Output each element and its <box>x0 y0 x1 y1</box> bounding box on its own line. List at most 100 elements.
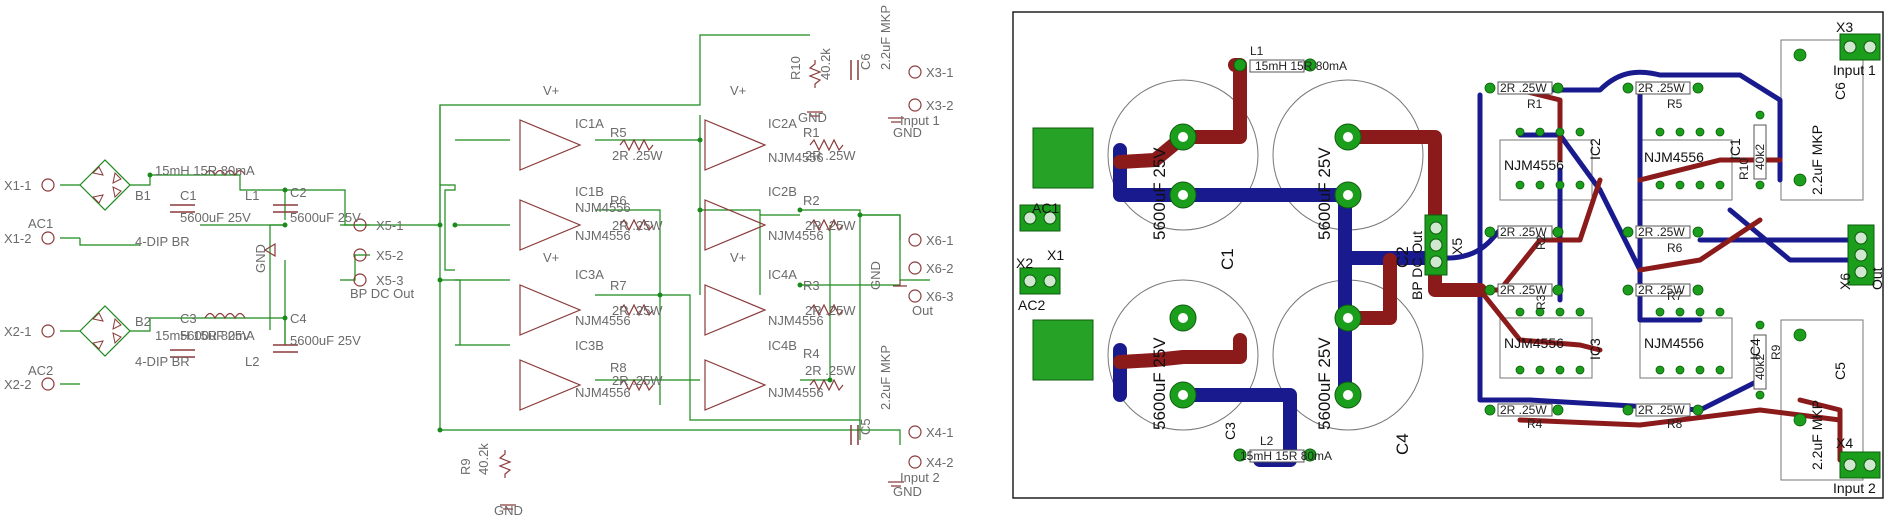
schematic-terminals <box>41 65 922 469</box>
label-out: Out <box>912 303 933 318</box>
pcb-c2: C2 <box>1393 246 1412 268</box>
terminal-x6-1: X6-1 <box>926 233 953 248</box>
terminal-x4-2: X4-2 <box>926 455 953 470</box>
vplus-1: V+ <box>543 83 559 98</box>
label-c2-value: 5600uF 25V <box>290 210 361 225</box>
pcb-l1-value: 15mH 15R 80mA <box>1255 59 1347 73</box>
terminal-x4-1: X4-1 <box>926 425 953 440</box>
r1-value: 2R .25W <box>805 148 856 163</box>
r7-value: 2R .25W <box>612 303 663 318</box>
label-r6: R6 <box>610 193 627 208</box>
r9-value: 40.2k <box>476 443 491 475</box>
pcb-ic3: IC3 <box>1587 338 1603 360</box>
gnd-input1: GND <box>893 125 922 140</box>
schematic-junctions <box>147 137 863 433</box>
label-c2: C2 <box>290 185 307 200</box>
label-c1-value: 5600uF 25V <box>180 210 251 225</box>
r3-value: 2R .25W <box>805 303 856 318</box>
label-input1: Input 1 <box>900 113 940 128</box>
label-r10: R10 <box>788 56 803 80</box>
pcb-r7: R7 <box>1667 289 1683 303</box>
terminal-x5-2: X5-2 <box>376 248 403 263</box>
pcb-ic4-part: NJM4556 <box>1644 335 1704 351</box>
label-r8: R8 <box>610 360 627 375</box>
pcb-r8-value: 2R .25W <box>1638 403 1685 417</box>
pcb-x3: X3 <box>1836 19 1853 35</box>
r2-value: 2R .25W <box>805 218 856 233</box>
pcb-r2-value: 2R .25W <box>1500 81 1547 95</box>
label-r1: R1 <box>803 125 820 140</box>
pcb-c6: C6 <box>1832 82 1848 100</box>
pcb-c5: C5 <box>1832 362 1848 380</box>
pcb-ic2-part: NJM4556 <box>1504 157 1564 173</box>
terminal-x1-2: X1-2 <box>4 231 31 246</box>
label-l1: L1 <box>245 188 259 203</box>
pcb-r3-value: 2R .25W <box>1500 283 1547 297</box>
pcb-bp-dc-out: BP DC Out <box>1409 231 1425 300</box>
pcb-r8: R8 <box>1667 417 1683 431</box>
ic2b: IC2B <box>768 184 797 199</box>
pcb-x1: X1 <box>1047 247 1064 263</box>
label-c4-value: 5600uF 25V <box>290 333 361 348</box>
ic3a-part: NJM4556 <box>575 313 631 328</box>
pcb-c4: C4 <box>1393 433 1412 455</box>
opamp-triangles <box>519 119 767 411</box>
pcb-ic1: IC1 <box>1727 138 1743 160</box>
label-b1-type: 4-DIP BR <box>135 234 190 249</box>
ic4b-part: NJM4556 <box>768 385 824 400</box>
pcb-input2: Input 2 <box>1833 480 1876 496</box>
ic4a-part: NJM4556 <box>768 313 824 328</box>
terminal-x2-1: X2-1 <box>4 324 31 339</box>
ic4b: IC4B <box>768 338 797 353</box>
pcb-c3-value: 5600uF 25V <box>1150 337 1169 430</box>
ic1a: IC1A <box>575 116 604 131</box>
pcb-r9: R9 <box>1769 344 1783 360</box>
terminal-x1-1: X1-1 <box>4 178 31 193</box>
ic3b-part: NJM4556 <box>575 385 631 400</box>
label-r7: R7 <box>610 278 627 293</box>
label-input2: Input 2 <box>900 470 940 485</box>
label-b2-type: 4-DIP BR <box>135 354 190 369</box>
r5-value: 2R .25W <box>612 148 663 163</box>
gnd-out: GND <box>868 261 883 290</box>
pcb-ic2: IC2 <box>1587 138 1603 160</box>
gnd-input2: GND <box>893 484 922 499</box>
pcb-ic4: IC4 <box>1747 338 1763 360</box>
pcb-l2: L2 <box>1260 434 1274 448</box>
pcb-ic1-part: NJM4556 <box>1644 149 1704 165</box>
pcb-board <box>1012 11 1884 499</box>
pcb-labels: AC1 X1 X2 AC2 C1 5600uF 25V 5600uF 25V C… <box>1016 19 1885 496</box>
pcb-r5: R5 <box>1667 97 1683 111</box>
terminal-x5-1: X5-1 <box>376 218 403 233</box>
pcb-ac2: AC2 <box>1018 297 1045 313</box>
inductor-coils <box>204 169 246 320</box>
pcb-r10: R10 <box>1737 158 1751 180</box>
pcb-c2-value: 5600uF 25V <box>1315 147 1334 240</box>
label-ac2: AC2 <box>28 363 53 378</box>
pcb-x5: X5 <box>1449 238 1465 255</box>
pcb-r10-value: 40k2 <box>1753 144 1767 170</box>
pcb-ac1: AC1 <box>1032 200 1059 216</box>
terminal-x3-2: X3-2 <box>926 98 953 113</box>
vplus-2: V+ <box>730 83 746 98</box>
pcb-c6-value: 2.2uF MKP <box>1809 125 1825 195</box>
schematic-labels: X1-1 X1-2 AC1 X2-1 X2-2 AC2 B1 4-DIP BR … <box>4 5 953 518</box>
vplus-4: V+ <box>730 250 746 265</box>
label-c6: C6 <box>858 53 873 70</box>
label-b1: B1 <box>135 188 151 203</box>
schematic <box>60 34 930 445</box>
pcb-r5-value: 2R .25W <box>1638 81 1685 95</box>
label-c3-value: 5600uF 25V <box>180 328 251 343</box>
pcb-x2: X2 <box>1016 255 1033 271</box>
pcb-l2-value: 15mH 15R 80mA <box>1240 449 1332 463</box>
ic1b-part: NJM4556 <box>575 228 631 243</box>
ic3a: IC3A <box>575 267 604 282</box>
c5-value: 2.2uF MKP <box>878 345 893 410</box>
ic2a: IC2A <box>768 116 797 131</box>
ic2a-part: NJM4556 <box>768 150 824 165</box>
pcb-r1: R1 <box>1527 97 1543 111</box>
ic1b: IC1B <box>575 184 604 199</box>
ic3b: IC3B <box>575 338 604 353</box>
pcb-c1-value: 5600uF 25V <box>1150 147 1169 240</box>
